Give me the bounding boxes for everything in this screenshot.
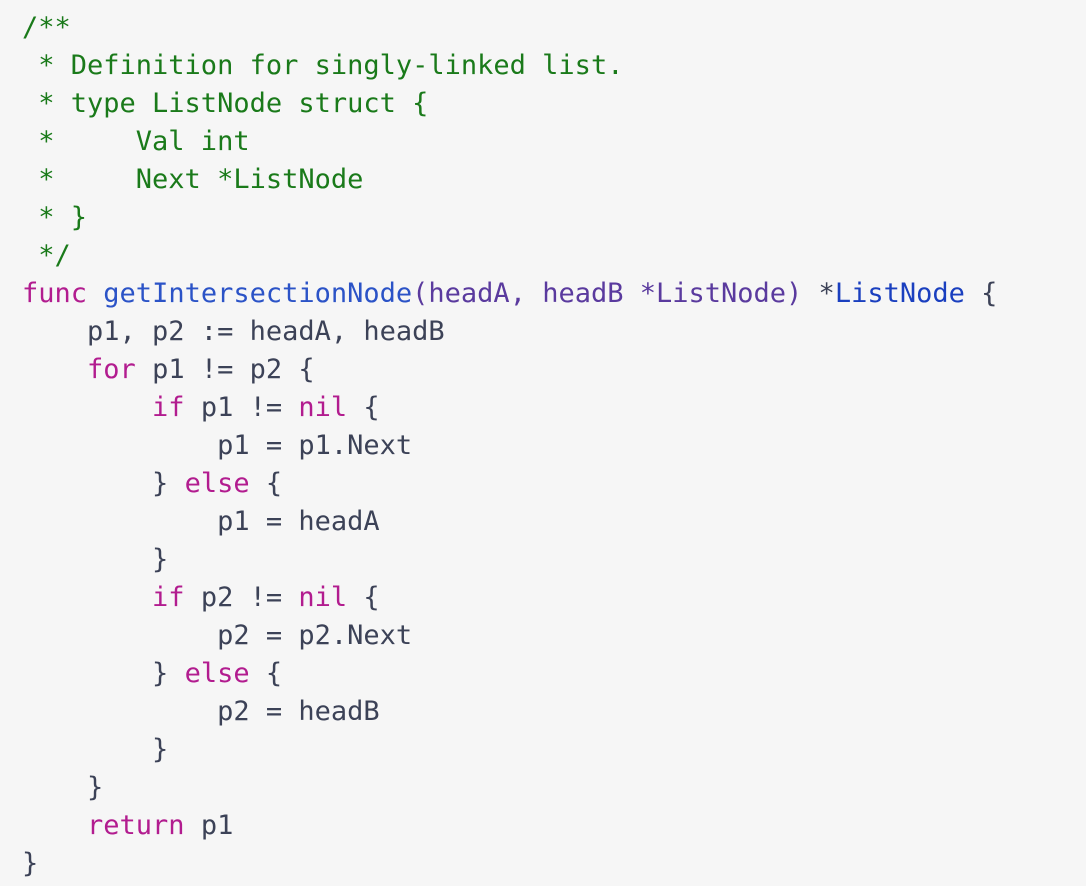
- code-line: p1 = p1.Next: [22, 427, 1086, 465]
- keyword-token: if: [152, 392, 185, 423]
- code-line: return p1: [22, 807, 1086, 845]
- code-token: }: [22, 734, 169, 765]
- keyword-token: else: [184, 468, 250, 499]
- code-token: }: [22, 772, 104, 803]
- code-line: p2 = p2.Next: [22, 617, 1086, 655]
- parameter-token: (headA, headB *ListNode): [412, 278, 803, 309]
- keyword-token: nil: [298, 582, 348, 613]
- code-token: p2 !=: [184, 582, 299, 613]
- code-token: {: [347, 392, 380, 423]
- comment-token: * Definition for singly-linked list.: [22, 50, 624, 81]
- code-token: {: [249, 658, 283, 689]
- comment-token: * Val int: [22, 126, 250, 157]
- comment-token: * Next *ListNode: [22, 164, 364, 195]
- keyword-token: for: [87, 354, 136, 385]
- code-line: * Val int: [22, 123, 1086, 161]
- code-token: p1 !=: [184, 392, 299, 423]
- code-listing: /** * Definition for singly-linked list.…: [22, 9, 1086, 883]
- code-token: p1 = headA: [22, 506, 380, 537]
- keyword-token: func: [22, 278, 88, 309]
- code-token: [22, 354, 87, 385]
- code-line: }: [22, 731, 1086, 769]
- code-line: */: [22, 237, 1086, 275]
- function-name-token: getIntersectionNode: [103, 278, 413, 309]
- comment-token: /**: [22, 12, 71, 43]
- code-line: }: [22, 845, 1086, 883]
- code-token: p2 = p2.Next: [22, 620, 413, 651]
- code-token: [22, 392, 152, 423]
- keyword-token: nil: [298, 392, 348, 423]
- code-token: p1 = p1.Next: [22, 430, 413, 461]
- code-line: p1 = headA: [22, 503, 1086, 541]
- comment-token: */: [22, 240, 71, 271]
- code-line: } else {: [22, 655, 1086, 693]
- code-line: * type ListNode struct {: [22, 85, 1086, 123]
- type-token: ListNode: [834, 278, 965, 309]
- code-line: }: [22, 769, 1086, 807]
- keyword-token: if: [152, 582, 185, 613]
- code-line: if p2 != nil {: [22, 579, 1086, 617]
- code-token: p1, p2 := headA, headB: [22, 316, 445, 347]
- code-token: {: [249, 468, 283, 499]
- code-token: [22, 582, 152, 613]
- keyword-token: else: [184, 658, 250, 689]
- code-token: p2 = headB: [22, 696, 380, 727]
- code-token: {: [347, 582, 380, 613]
- code-line: /**: [22, 9, 1086, 47]
- code-token: p1: [184, 810, 234, 841]
- code-token: [87, 278, 103, 309]
- code-token: [22, 810, 87, 841]
- code-line: for p1 != p2 {: [22, 351, 1086, 389]
- code-line: func getIntersectionNode(headA, headB *L…: [22, 275, 1086, 313]
- code-line: * Next *ListNode: [22, 161, 1086, 199]
- code-line: * }: [22, 199, 1086, 237]
- code-token: }: [22, 468, 185, 499]
- code-token: }: [22, 658, 185, 689]
- code-token: p1 != p2 {: [135, 354, 315, 385]
- keyword-token: return: [87, 810, 185, 841]
- code-line: p2 = headB: [22, 693, 1086, 731]
- code-token: }: [22, 544, 169, 575]
- code-line: p1, p2 := headA, headB: [22, 313, 1086, 351]
- code-line: * Definition for singly-linked list.: [22, 47, 1086, 85]
- comment-token: * }: [22, 202, 88, 233]
- code-line: } else {: [22, 465, 1086, 503]
- code-token: }: [22, 848, 39, 879]
- comment-token: * type ListNode struct {: [22, 88, 429, 119]
- code-token: *: [802, 278, 835, 309]
- code-line: }: [22, 541, 1086, 579]
- code-line: if p1 != nil {: [22, 389, 1086, 427]
- code-token: {: [964, 278, 998, 309]
